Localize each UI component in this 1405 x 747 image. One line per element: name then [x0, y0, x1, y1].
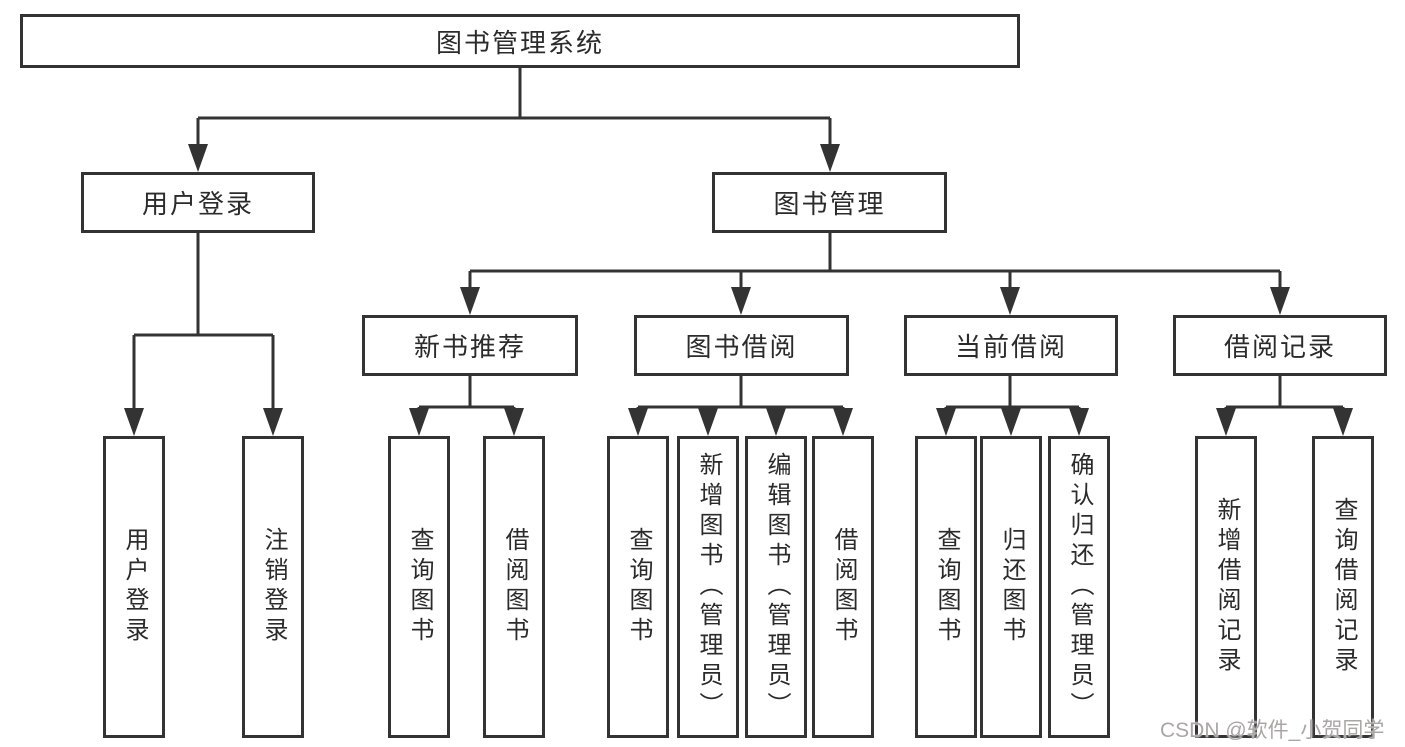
node-label: 查询图书	[406, 527, 433, 647]
node-label: 确认归还（管理员）	[1066, 452, 1093, 722]
node-label: 新增图书（管理员）	[695, 452, 722, 722]
node-book-management-system: 图书管理系统	[20, 14, 1020, 68]
node-label: 当前借阅	[954, 332, 1067, 362]
node-user-login-leaf: 用户登录	[103, 436, 165, 738]
node-label: 用户登录	[141, 189, 254, 219]
node-add-borrow-record: 新增借阅记录	[1195, 436, 1257, 738]
node-borrow-books-2: 借阅图书	[812, 436, 874, 738]
node-add-books-admin: 新增图书（管理员）	[677, 436, 739, 738]
arrowheads	[124, 144, 1353, 436]
node-book-management: 图书管理	[712, 172, 947, 233]
node-query-books-3: 查询图书	[915, 436, 977, 738]
node-label: 借阅图书	[830, 527, 857, 647]
watermark: CSDN @软件_小贺同学	[1160, 719, 1385, 742]
node-label: 查询图书	[625, 527, 652, 647]
node-current-borrowing: 当前借阅	[904, 315, 1118, 376]
node-label: 新增借阅记录	[1213, 497, 1240, 677]
node-label: 查询图书	[933, 527, 960, 647]
node-new-book-recommend: 新书推荐	[362, 315, 578, 376]
node-borrow-books-1: 借阅图书	[483, 436, 545, 738]
node-label: 新书推荐	[413, 332, 526, 362]
node-label: 图书借阅	[685, 332, 798, 362]
node-label: 图书管理	[773, 189, 886, 219]
node-edit-books-admin: 编辑图书（管理员）	[745, 436, 807, 738]
node-label: 图书管理系统	[435, 27, 604, 58]
node-query-books-1: 查询图书	[388, 436, 450, 738]
node-label: 查询借阅记录	[1330, 497, 1357, 677]
node-return-books: 归还图书	[980, 436, 1042, 738]
node-confirm-return-admin: 确认归还（管理员）	[1048, 436, 1110, 738]
node-label: 编辑图书（管理员）	[763, 452, 790, 722]
node-label: 借阅图书	[501, 527, 528, 647]
node-label: 归还图书	[998, 527, 1025, 647]
node-query-borrow-record: 查询借阅记录	[1312, 436, 1374, 738]
node-label: 注销登录	[260, 527, 287, 647]
node-label: 用户登录	[121, 527, 148, 647]
node-borrow-records: 借阅记录	[1173, 315, 1387, 376]
node-query-books-2: 查询图书	[607, 436, 669, 738]
node-logout: 注销登录	[242, 436, 304, 738]
node-user-login: 用户登录	[81, 172, 315, 233]
node-book-borrowing: 图书借阅	[634, 315, 849, 376]
node-label: 借阅记录	[1223, 332, 1336, 362]
